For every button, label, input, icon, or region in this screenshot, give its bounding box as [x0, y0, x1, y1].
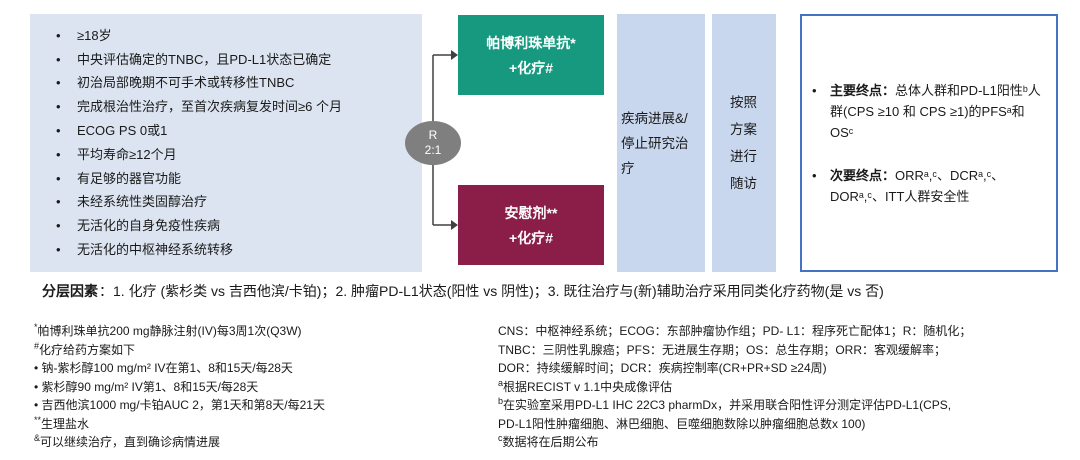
footnote-line: &可以继续治疗，直到确诊病情进展 [34, 433, 221, 450]
footnote-line: #化疗给药方案如下 [34, 340, 136, 357]
criteria-text: ECOG PS 0或1 [77, 123, 168, 139]
endpoints-panel: • 主要终点：总体人群和PD-L1阳性ᵇ人群(CPS ≥10 和 CPS ≥1)… [800, 14, 1058, 272]
bullet-icon: • [812, 167, 817, 183]
bullet-icon: • [56, 170, 61, 186]
stratification-label: 分层因素 [42, 283, 98, 299]
criteria-item: • 平均寿命≥12个月 [56, 147, 414, 163]
footnote-line: c数据将在后期公布 [498, 433, 599, 450]
footnote-line: DOR：持续缓解时间；DCR：疾病控制率(CR+PR+SD ≥24周) [498, 361, 827, 375]
criteria-text: 完成根治性治疗，至首次疾病复发时间≥6 个月 [77, 99, 342, 115]
followup-text: 按照方案进行随访 [730, 95, 757, 191]
bullet-icon: • [56, 99, 61, 115]
secondary-endpoints-label: 次要终点： [830, 167, 896, 183]
followup-column: 按照方案进行随访 [712, 14, 776, 272]
criteria-text: 无活化的自身免疫性疾病 [77, 218, 221, 234]
criteria-text: 有足够的器官功能 [77, 170, 182, 186]
criteria-text: 中央评估确定的TNBC，且PD-L1状态已确定 [77, 51, 332, 67]
footnote-line: *帕博利珠单抗200 mg静脉注射(IV)每3周1次(Q3W) [34, 322, 302, 339]
bullet-icon: • [56, 75, 61, 91]
bullet-icon: • [56, 123, 61, 139]
criteria-text: 无活化的中枢神经系统转移 [77, 242, 234, 258]
footnote-line: **生理盐水 [34, 414, 90, 431]
secondary-endpoints-text: 次要终点：ORRᵃ,ᶜ、DCRᵃ,ᶜ、DORᵃ,ᶜ、ITT人群安全性 [830, 167, 1005, 204]
bullet-icon: • [56, 218, 61, 234]
criteria-text: 平均寿命≥12个月 [77, 146, 177, 162]
criteria-item: • 未经系统性类固醇治疗 [56, 194, 414, 210]
footnote-line: TNBC：三阴性乳腺癌；PFS：无进展生存期；OS：总生存期；ORR：客观缓解率… [498, 342, 947, 357]
footnote-line: PD-L1阳性肿瘤细胞、淋巴细胞、巨噬细胞数除以肿瘤细胞总数x 100) [498, 416, 866, 431]
randomization-ratio: 2:1 [424, 143, 442, 157]
bullet-icon: • [812, 82, 817, 98]
primary-endpoints-text: 主要终点：总体人群和PD-L1阳性ᵇ人群(CPS ≥10 和 CPS ≥1)的P… [830, 82, 1041, 140]
progression-text: 疾病进展&/停止研究治疗 [621, 110, 689, 176]
eligibility-criteria-panel: • ≥18岁 • 中央评估确定的TNBC，且PD-L1状态已确定 • 初治局部晚期不可… [30, 14, 422, 272]
progression-column: 疾病进展&/停止研究治疗 [617, 14, 705, 272]
criteria-item: • 有足够的器官功能 [56, 171, 414, 187]
arm-placebo-chemo: +化疗# [509, 229, 553, 246]
criteria-item: • 中央评估确定的TNBC，且PD-L1状态已确定 [56, 52, 414, 68]
primary-endpoints-item: • 主要终点：总体人群和PD-L1阳性ᵇ人群(CPS ≥10 和 CPS ≥1)… [812, 80, 1044, 143]
arm-pembrolizumab-label: 帕博利珠单抗* [486, 34, 576, 51]
bullet-icon: • [56, 51, 61, 67]
arrowhead-icon [451, 50, 458, 60]
primary-endpoints-label: 主要终点： [830, 82, 896, 98]
criteria-item: • 初治局部晚期不可手术或转移性TNBC [56, 75, 414, 91]
footnote-line: CNS：中枢神经系统；ECOG：东部肿瘤协作组；PD- L1：程序死亡配体1；R… [498, 324, 972, 338]
criteria-item: • 无活化的中枢神经系统转移 [56, 242, 414, 258]
footnote-line: a根据RECIST v 1.1中央成像评估 [498, 377, 673, 394]
bullet-icon: • [56, 194, 61, 210]
footnote-line: b在实验室采用PD-L1 IHC 22C3 pharmDx，并采用联合阳性评分测… [498, 396, 952, 413]
criteria-item: • 完成根治性治疗，至首次疾病复发时间≥6 个月 [56, 99, 414, 115]
bullet-icon: • [56, 242, 61, 258]
bullet-icon: • [56, 27, 61, 43]
footnote-line: • 吉西他滨1000 mg/卡铂AUC 2，第1天和第8天/每21天 [34, 398, 325, 412]
arm-placebo-label: 安慰剂** [504, 204, 558, 221]
stratification-text: ：1. 化疗 (紫杉类 vs 吉西他滨/卡铂)；2. 肿瘤PD-L1状态(阳性 … [99, 283, 884, 299]
criteria-item: • ≥18岁 [56, 28, 414, 44]
arrowhead-icon [451, 220, 458, 230]
secondary-endpoints-item: • 次要终点：ORRᵃ,ᶜ、DCRᵃ,ᶜ、DORᵃ,ᶜ、ITT人群安全性 [812, 165, 1044, 207]
arm-placebo-box: 安慰剂** +化疗# [458, 185, 604, 265]
criteria-item: • 无活化的自身免疫性疾病 [56, 218, 414, 234]
criteria-text: 未经系统性类固醇治疗 [77, 194, 208, 210]
arm-pembrolizumab-box: 帕博利珠单抗* +化疗# [458, 15, 604, 95]
criteria-list: • ≥18岁 • 中央评估确定的TNBC，且PD-L1状态已确定 • 初治局部晚期不可… [30, 14, 422, 272]
bullet-icon: • [56, 146, 61, 162]
footnotes-left: *帕博利珠单抗200 mg静脉注射(IV)每3周1次(Q3W) #化疗给药方案如… [34, 322, 474, 452]
arm-pembrolizumab-chemo: +化疗# [509, 59, 553, 76]
criteria-item: • ECOG PS 0或1 [56, 123, 414, 139]
footnote-line: • 紫杉醇90 mg/m² IV第1、8和15天/每28天 [34, 379, 259, 394]
footnotes-right: CNS：中枢神经系统；ECOG：东部肿瘤协作组；PD- L1：程序死亡配体1；R… [498, 322, 1062, 452]
stratification-note: 分层因素：1. 化疗 (紫杉类 vs 吉西他滨/卡铂)；2. 肿瘤PD-L1状态… [42, 281, 1052, 301]
randomization-letter: R [428, 128, 438, 142]
randomization-node: R 2:1 [405, 121, 461, 165]
footnote-line: • 钠-紫杉醇100 mg/m² IV在第1、8和15天/每28天 [34, 361, 293, 375]
criteria-text: ≥18岁 [77, 27, 112, 43]
criteria-text: 初治局部晚期不可手术或转移性TNBC [77, 75, 295, 91]
